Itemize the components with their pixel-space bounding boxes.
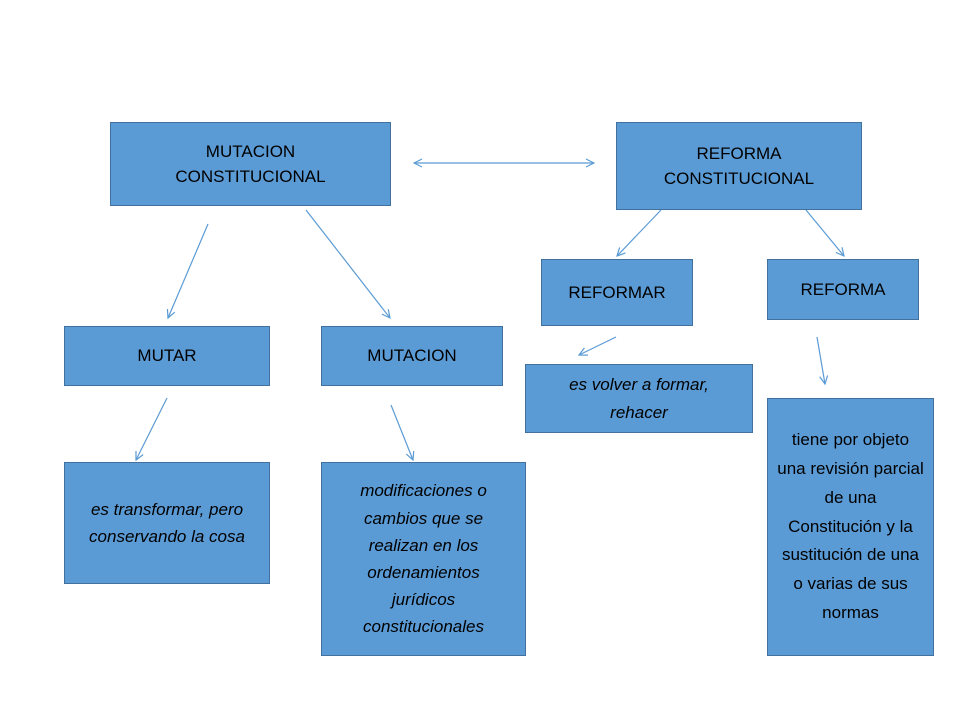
arrow-mc-to-mutar — [168, 223, 209, 318]
node-label: MUTACION CONSTITUCIONAL — [175, 141, 326, 187]
node-label: MUTAR — [137, 346, 197, 366]
node-mutacion-definition: modificaciones o cambios que se realizan… — [321, 462, 526, 656]
node-label: REFORMA — [800, 279, 886, 299]
node-label: tiene por objeto una revisión parcial de… — [777, 429, 924, 623]
node-mutacion-constitucional: MUTACION CONSTITUCIONAL — [110, 122, 391, 206]
arrow-mutar-to-def — [136, 397, 168, 460]
arrow-rc-to-reformar — [617, 209, 662, 256]
arrow-mutacion-to-def — [390, 404, 413, 460]
node-label: MUTACION — [367, 346, 457, 366]
node-mutar-definition: es transformar, pero conservando la cosa — [64, 462, 270, 584]
node-reforma-constitucional: REFORMA CONSTITUCIONAL — [616, 122, 862, 210]
node-label: modificaciones o cambios que se realizan… — [360, 481, 487, 637]
node-mutar: MUTAR — [64, 326, 270, 386]
node-reformar: REFORMAR — [541, 259, 693, 326]
arrow-mc-to-mutacion — [305, 209, 390, 318]
arrow-reforma-to-def — [816, 336, 825, 384]
node-label: REFORMAR — [568, 282, 666, 302]
node-reformar-definition: es volver a formar, rehacer — [525, 364, 753, 433]
node-label: REFORMA CONSTITUCIONAL — [663, 143, 815, 189]
arrow-rc-to-reforma — [805, 209, 844, 256]
node-mutacion: MUTACION — [321, 326, 503, 386]
node-label: es transformar, pero conservando la cosa — [89, 499, 245, 546]
node-reforma-definition: tiene por objeto una revisión parcial de… — [767, 398, 934, 656]
arrow-reformar-to-def — [579, 336, 617, 355]
node-label: es volver a formar, rehacer — [569, 375, 709, 422]
node-reforma: REFORMA — [767, 259, 919, 320]
